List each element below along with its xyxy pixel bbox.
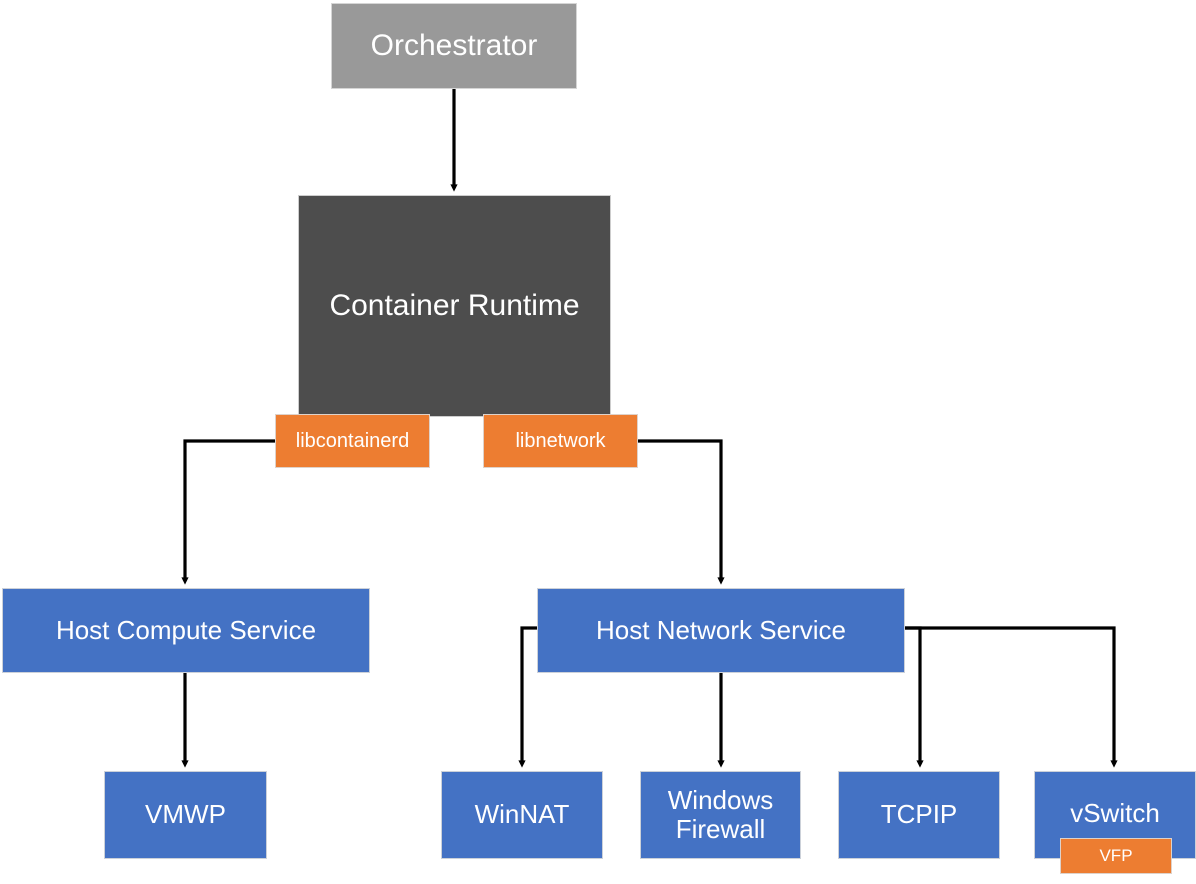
node-windows-firewall[interactable]: Windows Firewall xyxy=(640,771,801,859)
node-tcpip-label: TCPIP xyxy=(880,799,958,830)
node-libnetwork-label: libnetwork xyxy=(515,429,606,452)
node-libcontainerd[interactable]: libcontainerd xyxy=(275,414,430,468)
node-winnat[interactable]: WinNAT xyxy=(441,771,603,859)
edge-host-network-service-to-vswitch xyxy=(905,626,1118,768)
node-windows-firewall-label: Windows Firewall xyxy=(667,784,774,844)
node-host-compute-service-label: Host Compute Service xyxy=(55,614,317,645)
node-tcpip[interactable]: TCPIP xyxy=(838,771,1000,859)
node-orchestrator-label: Orchestrator xyxy=(370,29,538,63)
node-orchestrator[interactable]: Orchestrator xyxy=(331,3,577,89)
node-container-runtime-label: Container Runtime xyxy=(329,289,580,323)
node-container-runtime[interactable]: Container Runtime xyxy=(298,195,611,417)
node-vfp[interactable]: VFP xyxy=(1060,838,1172,874)
node-libcontainerd-label: libcontainerd xyxy=(295,429,410,452)
node-winnat-label: WinNAT xyxy=(474,799,570,830)
node-host-compute-service[interactable]: Host Compute Service xyxy=(2,588,370,673)
node-host-network-service-label: Host Network Service xyxy=(596,614,846,645)
edge-libcontainerd-to-host-compute-service xyxy=(181,439,275,585)
node-libnetwork[interactable]: libnetwork xyxy=(483,414,638,468)
edge-host-network-service-to-winnat xyxy=(518,626,537,768)
node-vfp-label: VFP xyxy=(1099,846,1133,866)
node-vmwp-label: VMWP xyxy=(145,799,226,830)
node-host-network-service[interactable]: Host Network Service xyxy=(537,588,905,673)
node-vswitch-label: vSwitch xyxy=(1070,798,1160,828)
edge-host-network-service-to-tcpip xyxy=(905,626,924,768)
edge-libnetwork-to-host-network-service xyxy=(638,439,725,585)
node-vmwp[interactable]: VMWP xyxy=(104,771,267,859)
